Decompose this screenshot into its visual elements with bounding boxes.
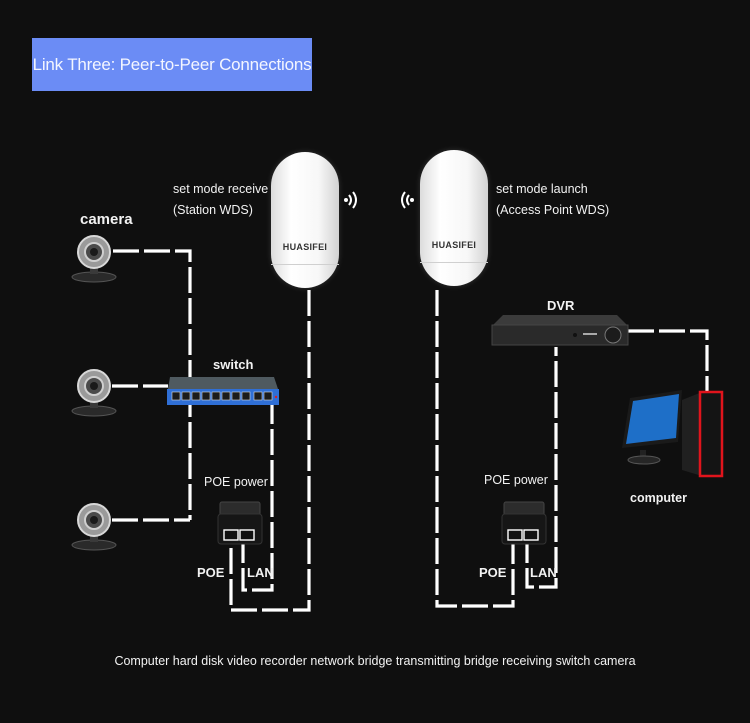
- right-mode-line1: set mode launch: [496, 182, 588, 196]
- left-mode-line2: (Station WDS): [173, 203, 253, 217]
- dvr-icon: [491, 315, 629, 346]
- cable-left-antenna-poe: [229, 290, 311, 612]
- antenna-right-brand: HUASIFEI: [431, 240, 477, 250]
- cable-right-lan: [525, 347, 558, 589]
- lan-left-label: LAN: [247, 565, 274, 580]
- title-text: Link Three: Peer-to-Peer Connections: [32, 54, 312, 74]
- wifi-signal-left-icon: [401, 191, 414, 209]
- cable-dvr-computer: [628, 329, 709, 395]
- camera-label: camera: [80, 211, 133, 228]
- poe-injector-right-icon: [501, 501, 547, 545]
- footer-caption: Computer hard disk video recorder networ…: [114, 654, 636, 668]
- poe-injector-left-icon: [217, 501, 263, 545]
- computer-label: computer: [630, 491, 687, 505]
- cable-camera-1: [113, 249, 192, 520]
- lan-right-label: LAN: [530, 565, 557, 580]
- poe-power-right-label: POE power: [484, 473, 548, 487]
- poe-power-left-label: POE power: [204, 475, 268, 489]
- wifi-signal-right-icon: [344, 191, 357, 209]
- webcam-icon: [71, 503, 117, 551]
- antenna-left: HUASIFEI: [271, 152, 339, 288]
- dvr-label: DVR: [547, 298, 575, 313]
- webcam-icon: [71, 235, 117, 283]
- antenna-right: HUASIFEI: [420, 150, 488, 286]
- poe-left-label: POE: [197, 565, 225, 580]
- computer-icon: [622, 390, 724, 478]
- right-mode-line2: (Access Point WDS): [496, 203, 610, 217]
- webcam-icon: [71, 369, 117, 417]
- left-mode-line1: set mode receive: [173, 182, 269, 196]
- right-antenna-mode-label: set mode launch (Access Point WDS): [496, 179, 609, 221]
- switch-label: switch: [213, 357, 254, 372]
- cable-left-lan: [241, 405, 274, 592]
- network-switch-icon: [167, 377, 279, 405]
- poe-right-label: POE: [479, 565, 507, 580]
- cable-right-antenna-poe: [435, 290, 515, 608]
- title-banner: Link Three: Peer-to-Peer Connections: [32, 38, 312, 91]
- left-antenna-mode-label: set mode receive (Station WDS): [173, 179, 268, 221]
- antenna-left-brand: HUASIFEI: [282, 242, 328, 252]
